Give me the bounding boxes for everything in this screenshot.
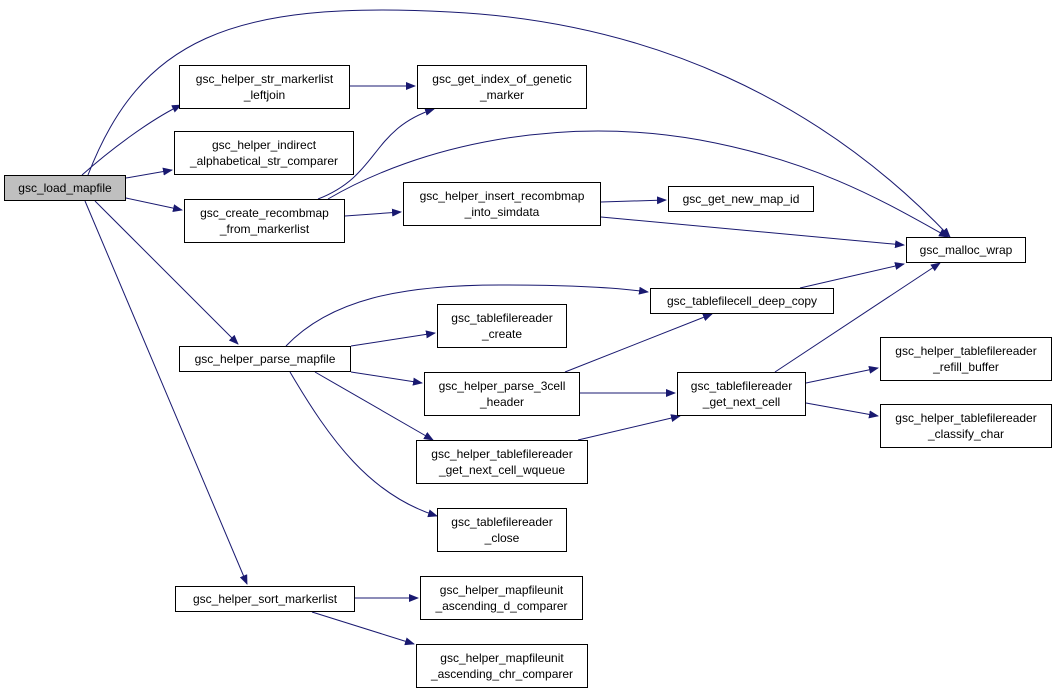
call-edge-get_next_cell_wqueue-to-get_next_cell (577, 414, 681, 441)
node-malloc-wrap[interactable]: gsc_malloc_wrap (906, 237, 1026, 263)
call-edge-load_mapfile-to-parse_mapfile (94, 200, 239, 345)
node-label-line: _leftjoin (243, 88, 286, 102)
node-refill-buffer[interactable]: gsc_helper_tablefilereader _refill_buffer (880, 337, 1052, 381)
node-tablefilereader-create[interactable]: gsc_tablefilereader _create (437, 304, 567, 348)
node-get-index-of-genetic-marker[interactable]: gsc_get_index_of_genetic _marker (417, 65, 587, 109)
node-label-line: gsc_helper_tablefilereader (895, 344, 1037, 358)
call-edge-load_mapfile-to-str_markerlist_leftjoin (81, 104, 182, 176)
call-edge-parse_mapfile-to-get_next_cell_wqueue (314, 371, 434, 441)
node-label-line: _into_simdata (464, 205, 540, 219)
node-str-markerlist-leftjoin[interactable]: gsc_helper_str_markerlist _leftjoin (179, 65, 350, 109)
node-label-line: gsc_helper_tablefilereader (431, 447, 573, 461)
node-label-line: _get_next_cell (702, 395, 781, 409)
node-label-line: _marker (479, 88, 524, 102)
node-label-line: gsc_helper_tablefilereader (895, 411, 1037, 425)
node-classify-char[interactable]: gsc_helper_tablefilereader _classify_char (880, 404, 1052, 448)
call-edge-tablefilecell_deep_copy-to-malloc_wrap (799, 262, 905, 289)
node-label-line: _ascending_d_comparer (435, 599, 568, 613)
node-label-line: _close (484, 531, 520, 545)
call-edge-create_recombmap-to-malloc_wrap (327, 130, 949, 238)
node-label-line: _header (479, 395, 525, 409)
call-edge-parse_mapfile-to-tablefilereader_create (350, 330, 436, 347)
call-edge-load_mapfile-to-sort_markerlist (84, 200, 248, 585)
node-tablefilereader-close[interactable]: gsc_tablefilereader _close (437, 508, 567, 552)
node-label-line: _alphabetical_str_comparer (189, 154, 339, 168)
node-label-line: gsc_helper_parse_3cell (438, 379, 566, 393)
node-label-line: gsc_load_mapfile (18, 181, 112, 195)
node-tablefilecell-deep-copy[interactable]: gsc_tablefilecell_deep_copy (650, 288, 834, 314)
node-label-line: gsc_helper_parse_mapfile (194, 352, 336, 366)
call-edge-create_recombmap-to-get_index_of_genetic_marker (317, 108, 435, 200)
node-sort-markerlist[interactable]: gsc_helper_sort_markerlist (175, 586, 355, 612)
node-label-line: gsc_get_index_of_genetic (432, 72, 572, 86)
call-edge-insert_recombmap-to-malloc_wrap (600, 216, 905, 249)
node-label-line: _from_markerlist (219, 222, 310, 236)
node-get-new-map-id[interactable]: gsc_get_new_map_id (668, 186, 814, 212)
call-edge-sort_markerlist-to-ascending_chr_comparer (311, 611, 415, 646)
call-edge-parse_mapfile-to-tablefilereader_close (289, 371, 438, 518)
call-edge-insert_recombmap-to-get_new_map_id (600, 196, 667, 205)
node-parse-3cell-header[interactable]: gsc_helper_parse_3cell _header (424, 372, 580, 416)
node-indirect-comparer[interactable]: gsc_helper_indirect _alphabetical_str_com… (174, 131, 354, 175)
call-edge-load_mapfile-to-indirect_comparer (125, 167, 173, 179)
node-label-line: gsc_tablefilereader (451, 515, 553, 529)
node-label-line: gsc_malloc_wrap (919, 243, 1013, 257)
node-create-recombmap[interactable]: gsc_create_recombmap _from_markerlist (184, 199, 345, 243)
call-edge-parse_3cell_header-to-tablefilecell_deep_copy (564, 313, 713, 373)
node-label-line: _get_next_cell_wqueue (438, 463, 566, 477)
node-label-line: gsc_tablefilereader (451, 311, 553, 325)
node-label-line: _classify_char (927, 427, 1005, 441)
node-get-next-cell-wqueue[interactable]: gsc_helper_tablefilereader _get_next_cell… (416, 440, 588, 484)
node-insert-recombmap[interactable]: gsc_helper_insert_recombmap _into_simdata (403, 182, 601, 226)
node-load-mapfile[interactable]: gsc_load_mapfile (4, 175, 126, 201)
node-label-line: gsc_create_recombmap (200, 206, 329, 220)
node-ascending-d-comparer[interactable]: gsc_helper_mapfileunit _ascending_d_compa… (420, 576, 583, 620)
node-label-line: gsc_tablefilecell_deep_copy (666, 294, 818, 308)
call-edge-load_mapfile-to-create_recombmap (125, 197, 183, 213)
call-edge-load_mapfile-to-malloc_wrap (87, 9, 951, 238)
node-label-line: _ascending_chr_comparer (430, 667, 574, 681)
call-edge-parse_mapfile-to-tablefilecell_deep_copy (285, 284, 649, 347)
call-edge-get_next_cell-to-classify_char (805, 402, 879, 419)
node-ascending-chr-comparer[interactable]: gsc_helper_mapfileunit _ascending_chr_com… (416, 644, 588, 688)
call-edge-get_next_cell-to-malloc_wrap (774, 262, 941, 373)
node-label-line: gsc_helper_sort_markerlist (192, 592, 338, 606)
node-label-line: _refill_buffer (933, 360, 999, 374)
node-label-line: gsc_helper_mapfileunit (439, 583, 564, 597)
node-label-line: gsc_tablefilereader (690, 379, 793, 393)
call-edge-create_recombmap-to-insert_recombmap (344, 208, 402, 217)
node-label-line: gsc_get_new_map_id (682, 192, 800, 206)
node-label-line: gsc_helper_mapfileunit (440, 651, 564, 665)
node-label-line: gsc_helper_insert_recombmap (419, 189, 585, 203)
node-get-next-cell[interactable]: gsc_tablefilereader _get_next_cell (677, 372, 806, 416)
node-parse-mapfile[interactable]: gsc_helper_parse_mapfile (179, 346, 351, 372)
node-label-line: _create (481, 327, 523, 341)
node-label-line: gsc_helper_str_markerlist (195, 72, 334, 86)
call-edge-get_next_cell-to-refill_buffer (805, 365, 879, 384)
node-label-line: gsc_helper_indirect (211, 138, 317, 152)
call-edge-parse_mapfile-to-parse_3cell_header (350, 371, 423, 386)
